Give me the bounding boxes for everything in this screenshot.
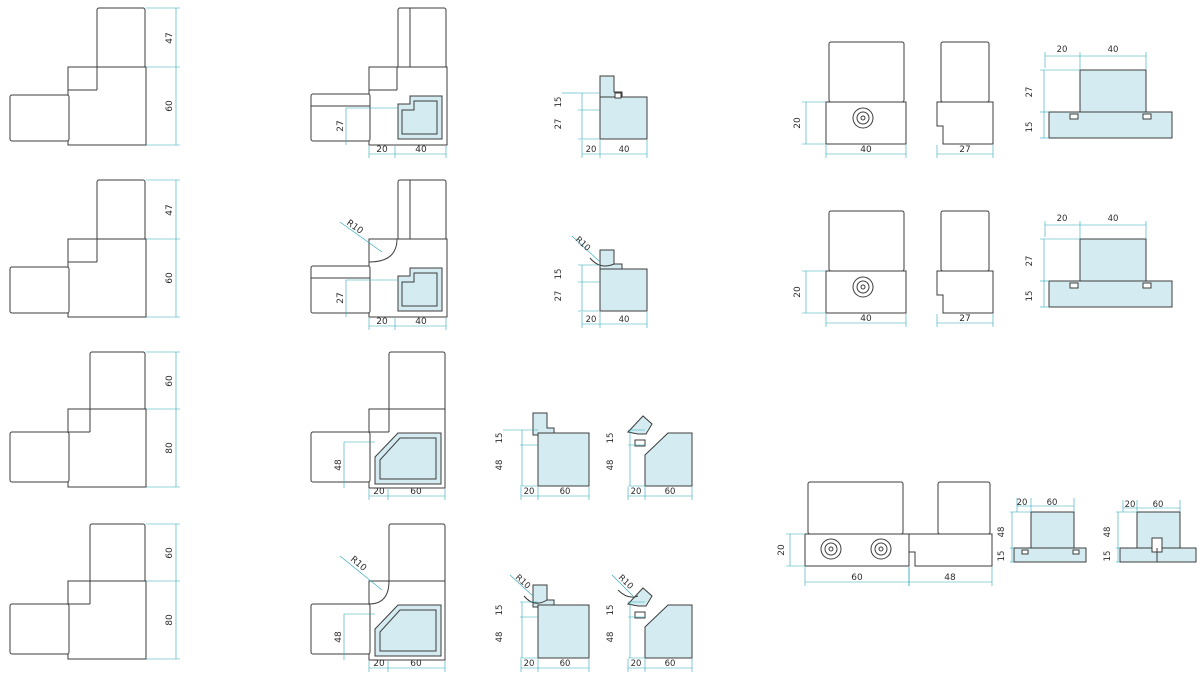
dim-label-40: 40 <box>415 145 427 155</box>
dim-label-80: 80 <box>165 614 175 626</box>
section-view-2: R10 27 20 40 <box>310 179 448 330</box>
t-connector-side-view-large: 48 <box>908 481 993 586</box>
profile-section-3b: 15 48 20 60 <box>606 415 693 500</box>
dim-label-20: 20 <box>586 145 597 155</box>
dim-label-20: 20 <box>373 659 385 669</box>
t-connector-profile-large-b: 20 60 48 15 <box>1103 500 1197 563</box>
corner-connector-view-1: 47 60 <box>9 7 180 146</box>
dim-label-15: 15 <box>1103 551 1113 562</box>
dim-label-60: 60 <box>665 659 676 669</box>
dim-label-60: 60 <box>560 659 571 669</box>
dim-label-20: 20 <box>373 487 385 497</box>
profile-section-2: R10 15 27 20 40 <box>554 235 648 328</box>
dim-label-r10: R10 <box>573 235 592 254</box>
dim-label-60: 60 <box>560 487 571 497</box>
dim-label-20: 20 <box>524 487 535 497</box>
dim-label-27: 27 <box>554 291 564 302</box>
dim-label-40: 40 <box>860 314 872 324</box>
dim-label-r10: R10 <box>344 218 364 237</box>
dim-label-40: 40 <box>1108 45 1119 55</box>
dim-label-20: 20 <box>586 315 597 325</box>
dim-label-27: 27 <box>336 292 346 303</box>
corner-connector-view-3: 60 80 <box>9 351 180 488</box>
dim-label-48: 48 <box>944 573 956 583</box>
dim-label-15: 15 <box>997 551 1007 562</box>
dim-label-15: 15 <box>606 605 616 616</box>
dim-label-20: 20 <box>777 544 787 556</box>
t-connector-profile-2: 20 40 27 15 <box>1025 214 1173 308</box>
corner-connector-view-4: 60 80 <box>9 523 180 660</box>
dim-label-15: 15 <box>495 433 505 444</box>
dim-label-40: 40 <box>619 145 630 155</box>
dim-label-20: 20 <box>793 286 803 298</box>
corner-connector-view-2: 47 60 <box>9 179 180 318</box>
dim-label-80: 80 <box>165 442 175 454</box>
dim-label-15: 15 <box>495 605 505 616</box>
section-view-3: 48 20 60 <box>310 351 446 500</box>
dim-label-20: 20 <box>1057 45 1068 55</box>
dim-label-48: 48 <box>1103 527 1113 538</box>
dim-label-27: 27 <box>959 145 970 155</box>
dim-label-48: 48 <box>606 460 616 471</box>
dim-label-20: 20 <box>1057 214 1068 224</box>
dim-label-27: 27 <box>554 119 564 130</box>
dim-label-48: 48 <box>334 631 344 643</box>
dim-label-15: 15 <box>554 269 564 280</box>
dim-label-48: 48 <box>606 632 616 643</box>
t-connector-profile-1: 20 40 27 15 <box>1025 45 1173 139</box>
dim-label-60: 60 <box>1047 498 1058 508</box>
dim-label-60: 60 <box>410 487 422 497</box>
dim-label-15: 15 <box>606 433 616 444</box>
dim-label-40: 40 <box>619 315 630 325</box>
dim-label-48: 48 <box>495 460 505 471</box>
dim-label-60: 60 <box>165 375 175 387</box>
profile-section-1: 15 27 20 40 <box>554 75 648 158</box>
t-connector-front-view-large: 20 60 <box>777 481 910 586</box>
dim-label-60: 60 <box>165 272 175 284</box>
t-connector-side-view-2: 27 <box>936 210 994 327</box>
dim-label-r10: R10 <box>513 573 532 592</box>
dim-label-60: 60 <box>165 100 175 112</box>
profile-section-4a: R10 15 48 20 60 <box>495 573 590 672</box>
section-view-4: R10 48 20 60 <box>310 523 446 672</box>
t-connector-front-view-2: 20 40 <box>793 210 907 327</box>
dim-label-20: 20 <box>631 487 642 497</box>
dim-label-27: 27 <box>1025 256 1035 267</box>
dim-label-60: 60 <box>665 487 676 497</box>
dim-label-27: 27 <box>959 314 970 324</box>
dim-label-15: 15 <box>1025 122 1035 133</box>
dim-label-20: 20 <box>1125 500 1136 510</box>
dim-label-60: 60 <box>851 573 863 583</box>
dim-label-15: 15 <box>554 97 564 108</box>
dim-label-60: 60 <box>165 547 175 559</box>
dim-label-60: 60 <box>410 659 422 669</box>
profile-section-3a: 15 48 20 60 <box>495 412 590 500</box>
t-connector-profile-large-a: 20 60 48 15 <box>997 498 1087 563</box>
dim-label-40: 40 <box>415 317 427 327</box>
dim-label-47: 47 <box>165 204 175 215</box>
profile-section-4b: R10 15 48 20 60 <box>606 573 693 672</box>
dim-label-48: 48 <box>997 527 1007 538</box>
t-connector-side-view-1: 27 <box>936 41 994 158</box>
dim-label-r10: R10 <box>616 573 635 592</box>
dim-label-48: 48 <box>495 632 505 643</box>
dim-label-40: 40 <box>860 145 872 155</box>
dim-label-20: 20 <box>376 145 388 155</box>
section-view-1: 27 20 40 <box>310 7 448 158</box>
dim-label-20: 20 <box>793 117 803 129</box>
dim-label-27: 27 <box>336 120 346 131</box>
dim-label-40: 40 <box>1108 214 1119 224</box>
dim-label-47: 47 <box>165 32 175 43</box>
dim-label-20: 20 <box>1017 498 1028 508</box>
dim-label-27: 27 <box>1025 87 1035 98</box>
dim-label-60: 60 <box>1153 500 1164 510</box>
t-connector-front-view-1: 20 40 <box>793 41 907 158</box>
dim-label-20: 20 <box>631 659 642 669</box>
dim-label-20: 20 <box>524 659 535 669</box>
dim-label-15: 15 <box>1025 291 1035 302</box>
dim-label-48: 48 <box>334 459 344 471</box>
dim-label-20: 20 <box>376 317 388 327</box>
